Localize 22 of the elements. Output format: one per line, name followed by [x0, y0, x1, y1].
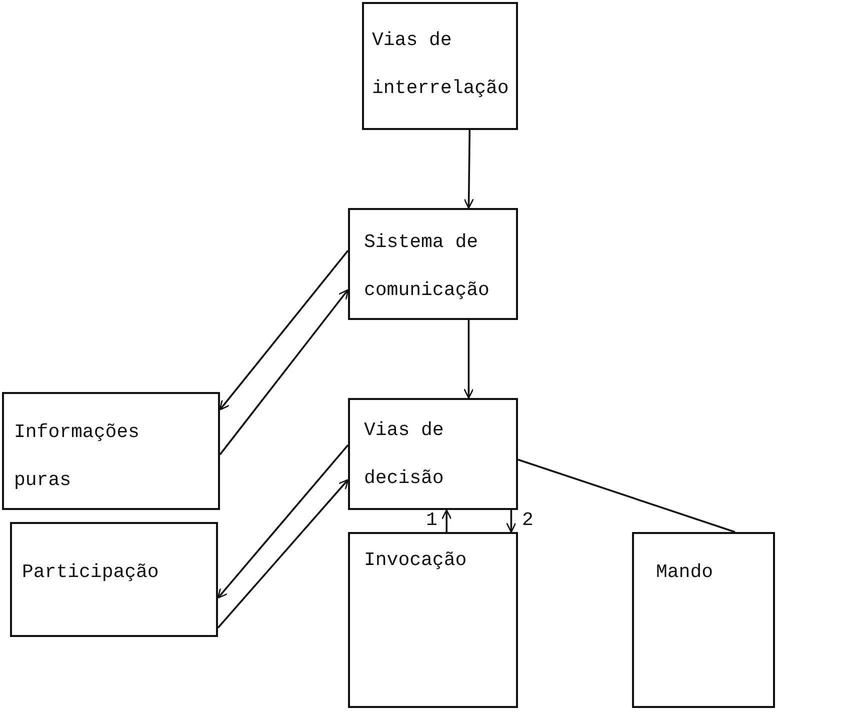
process-box [348, 208, 518, 320]
box-label: Invocação [364, 548, 468, 573]
arrow [217, 479, 349, 628]
arrow [441, 509, 452, 532]
arrow [506, 510, 516, 533]
arrow [464, 130, 474, 209]
process-box [348, 398, 518, 510]
arrow [464, 320, 474, 399]
arrow [217, 444, 349, 599]
box-label: Participação [22, 560, 160, 585]
process-box [362, 2, 518, 130]
process-box [2, 392, 220, 510]
box-label: Sistema de comunicação [364, 230, 490, 303]
box-label: Vias de decisão [364, 418, 445, 491]
arrow [219, 250, 349, 410]
process-box [348, 532, 518, 708]
arrow [219, 289, 349, 456]
process-box [632, 532, 775, 708]
box-label: Mando [656, 560, 714, 585]
box-label: Vias de interrelação [372, 28, 510, 101]
box-label: Informações puras [14, 420, 140, 493]
process-box [10, 522, 218, 637]
